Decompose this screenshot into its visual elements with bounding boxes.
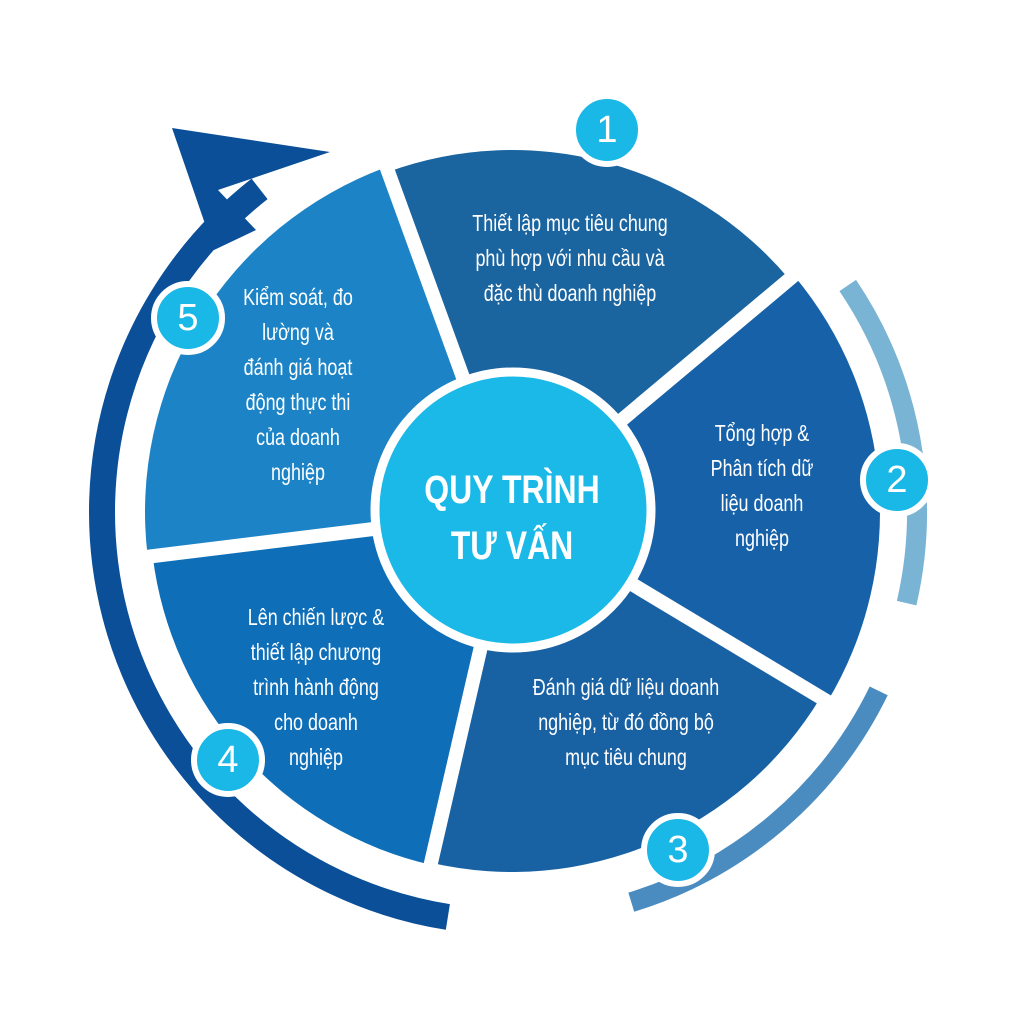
step-4-badge-number: 4 (217, 739, 239, 781)
step-5-text: Kiểm soát, đo lường và đánh giá hoạt độn… (243, 280, 353, 490)
step-5-line: đánh giá hoạt (243, 354, 353, 380)
step-2-outer-arc (839, 279, 927, 606)
step-4-line: nghiệp (289, 744, 343, 770)
step-5-line: của doanh (256, 424, 340, 450)
step-3-line: nghiệp, từ đó đồng bộ (538, 709, 714, 735)
step-1-line: phù hợp với nhu cầu và (475, 245, 665, 271)
step-2-badge-number: 2 (886, 459, 908, 501)
step-5-line: nghiệp (271, 459, 325, 485)
step-5-line: Kiểm soát, đo (243, 284, 353, 310)
step-1-text: Thiết lập mục tiêu chung phù hợp với nhu… (472, 206, 667, 311)
step-4-line: trình hành động (253, 674, 379, 700)
step-2-line: Phân tích dữ (710, 455, 814, 481)
step-4-line: thiết lập chương (250, 639, 382, 665)
step-2-line: Tổng hợp & (714, 420, 810, 446)
center-circle (370, 367, 656, 653)
step-3-badge-number: 3 (667, 829, 689, 871)
step-2-badge (860, 443, 934, 517)
step-3-line: mục tiêu chung (565, 744, 687, 770)
cycle-arrow-head (172, 128, 330, 250)
step-5-line: động thực thi (245, 389, 351, 415)
step-4-text: Lên chiến lược & thiết lập chương trình … (248, 600, 384, 775)
title-line-1: QUY TRÌNH (424, 468, 600, 512)
step-5-line: lường và (262, 319, 334, 345)
step-1-badge-number: 1 (596, 109, 618, 151)
step-2-text: Tổng hợp & Phân tích dữ liệu doanh nghiệ… (711, 416, 814, 556)
step-1-line: đặc thù doanh nghiệp (483, 280, 657, 306)
step-2-line: liệu doanh (720, 490, 804, 516)
step-3-text: Đánh giá dữ liệu doanh nghiệp, từ đó đồn… (533, 670, 720, 775)
step-3-outer-arc (628, 686, 888, 912)
step-5-badge-number: 5 (177, 297, 199, 339)
step-3-badge (641, 813, 715, 887)
step-4-badge (191, 723, 265, 797)
step-5-badge (151, 281, 225, 355)
step-4-line: cho doanh (274, 709, 358, 735)
step-3-line: Đánh giá dữ liệu doanh (532, 674, 720, 700)
step-1-line: Thiết lập mục tiêu chung (472, 210, 668, 236)
step-2-line: nghiệp (735, 525, 789, 551)
step-4-line: Lên chiến lược & (247, 604, 385, 630)
center-title: QUY TRÌNH TƯ VẤN (424, 462, 599, 574)
step-1-badge (570, 93, 644, 167)
step-2-segment (512, 275, 880, 702)
title-line-2: TƯ VẤN (450, 524, 574, 568)
